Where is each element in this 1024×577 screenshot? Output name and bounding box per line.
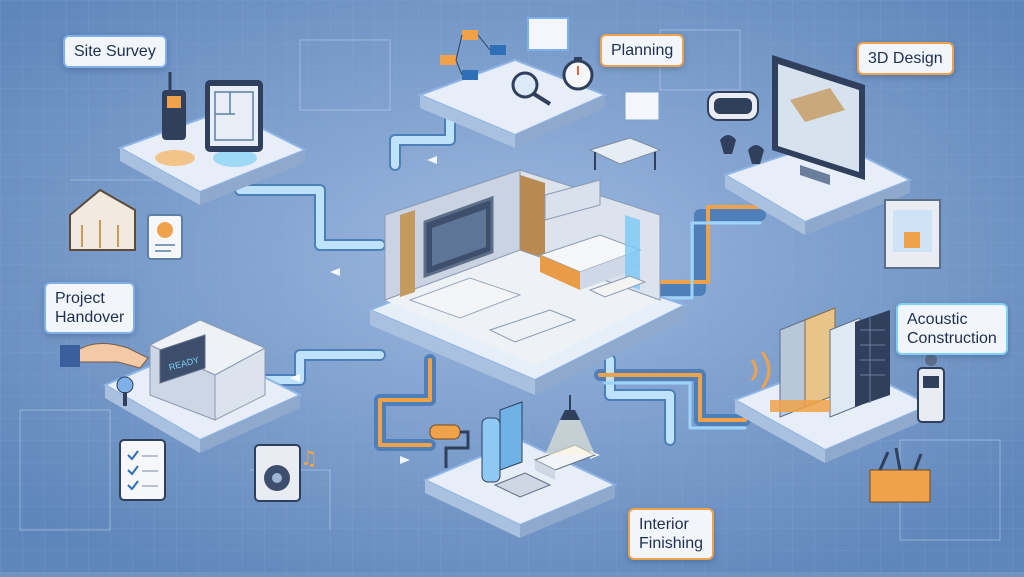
interior-finishing-line1: Interior	[639, 516, 689, 533]
lamp-icon	[545, 395, 595, 455]
wallpaper-roll-icon	[481, 401, 523, 483]
meeting-room-icon	[588, 91, 662, 170]
project-handover-label: Project Handover	[44, 282, 136, 334]
ready-screen	[159, 334, 206, 384]
gantt-board	[527, 17, 569, 51]
checklist-tablet-icon	[119, 439, 166, 501]
arrow-icon	[400, 456, 410, 464]
house-frame-icon	[69, 188, 136, 251]
toolbox-icon	[869, 447, 931, 503]
interior-finishing-platform	[422, 395, 618, 538]
key-hand-icon	[60, 343, 149, 406]
sound-meter-icon	[917, 354, 945, 423]
interior-finishing-label: Interior Finishing	[628, 508, 715, 560]
site-survey-title: Site Survey	[74, 43, 156, 60]
site-survey-platform	[117, 72, 308, 205]
central-room-model	[367, 169, 688, 395]
speaker-icon	[254, 444, 301, 502]
sound-wave-icon	[750, 351, 771, 389]
monitor-icon	[772, 55, 865, 185]
acoustic-construction-label: Acoustic Construction	[896, 303, 1008, 355]
project-handover-platform: READY	[102, 319, 303, 453]
interior-finishing-line2: Finishing	[639, 535, 704, 552]
acoustic-construction-line2: Construction	[907, 330, 997, 347]
flowchart-icon	[440, 30, 506, 80]
3d-design-title: 3D Design	[868, 50, 943, 67]
vr-controller-icon	[720, 135, 736, 154]
music-note-icon: ♫	[300, 446, 318, 470]
3d-design-label: 3D Design	[857, 42, 954, 75]
site-survey-label: Site Survey	[63, 35, 167, 68]
project-handover-line1: Project	[55, 290, 105, 307]
project-handover-line2: Handover	[55, 309, 125, 326]
magnifier-icon	[511, 71, 552, 106]
planning-platform	[417, 17, 608, 148]
acoustic-construction-platform	[732, 307, 933, 463]
vr-headset-icon	[707, 91, 759, 121]
stopwatch-icon	[562, 57, 594, 91]
3d-printer-icon	[884, 199, 941, 269]
clipboard-icon	[147, 214, 183, 260]
acoustic-panels-icon	[779, 307, 890, 418]
acoustic-construction-line1: Acoustic	[907, 311, 968, 328]
arrow-icon	[330, 268, 340, 276]
planning-label: Planning	[600, 34, 685, 67]
vr-controller-icon	[748, 145, 764, 164]
planning-title: Planning	[611, 42, 674, 59]
walkie-talkie-icon	[162, 72, 186, 140]
arrow-icon	[290, 374, 300, 382]
paint-roller-icon	[429, 424, 470, 468]
floor-tile-sample	[493, 472, 552, 498]
tablet-floorplan-icon	[205, 80, 263, 152]
3d-design-platform	[707, 55, 913, 235]
arrow-icon	[427, 156, 437, 164]
